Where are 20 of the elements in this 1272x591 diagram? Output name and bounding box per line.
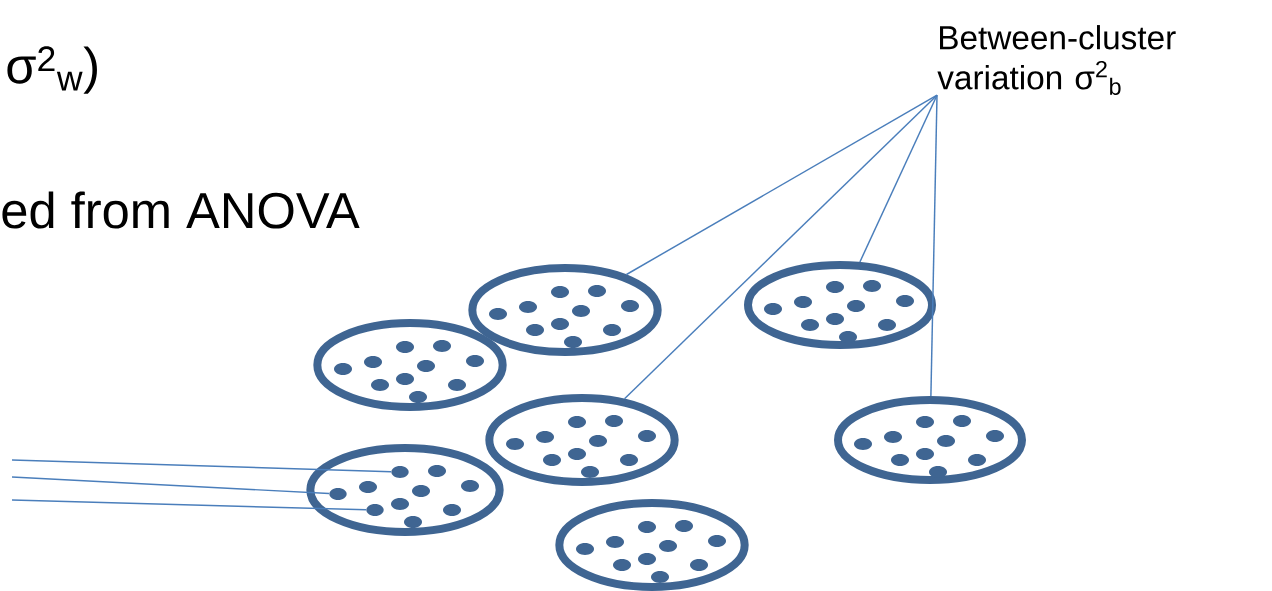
- leader-line: [11, 459, 392, 473]
- leader-line: [859, 94, 938, 263]
- cluster-ellipse: [555, 499, 749, 591]
- leader-line: [623, 94, 938, 400]
- leader-line: [930, 94, 938, 397]
- leader-line: [11, 499, 367, 511]
- cluster-ellipse: [485, 394, 679, 486]
- cluster-ellipse: [313, 319, 507, 411]
- cluster-ellipse: [744, 261, 936, 349]
- heading-text: ed from ANOVA: [2, 191, 360, 229]
- dot: [366, 504, 384, 516]
- heading-text: σ$^{2}$$_{w}$): [7, 46, 97, 94]
- dot: [391, 466, 409, 478]
- leader-line: [11, 476, 330, 495]
- cluster-ellipse: [306, 444, 504, 536]
- leader-line: [625, 94, 938, 276]
- dot: [329, 488, 347, 500]
- cluster-ellipse: [468, 264, 662, 356]
- callout-label: Between-cluster variation σ$^{2}$b: [937, 25, 1176, 95]
- cluster-ellipse: [834, 396, 1026, 484]
